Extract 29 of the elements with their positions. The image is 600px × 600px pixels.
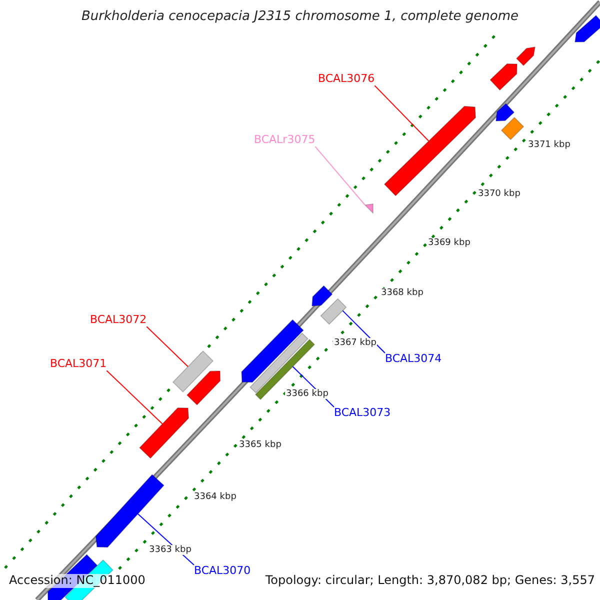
leader-line <box>374 85 430 142</box>
footer-text: Accession: NC_011000 <box>8 574 146 588</box>
title: Burkholderia cenocepacia J2315 chromosome 1, complete genome <box>80 10 520 25</box>
leader-line <box>146 326 188 368</box>
gene-label: BCAL3072 <box>90 314 147 327</box>
gene-block <box>172 350 214 392</box>
leader-line <box>314 146 366 206</box>
gene-label: BCAL3071 <box>50 358 107 371</box>
leader-line <box>342 310 386 354</box>
scale-label: 3365 kbp <box>238 440 282 450</box>
gene-label: BCALr3075 <box>254 134 316 147</box>
leader-line <box>106 370 163 424</box>
gene-label: BCAL3076 <box>318 73 375 86</box>
gene-feature <box>139 408 189 459</box>
scale-label: 3369 kbp <box>427 238 472 248</box>
scale-label: 3368 kbp <box>380 288 424 298</box>
gene-label: BCAL3073 <box>334 407 391 420</box>
scale-label: 3370 kbp <box>477 189 522 200</box>
gene-label: BCAL3070 <box>194 565 251 578</box>
gene-triangle <box>364 204 374 214</box>
scale-label: 3371 kbp <box>527 140 572 150</box>
gene-feature <box>384 106 476 196</box>
scale-label: 3367 kbp <box>333 338 378 348</box>
gene-block <box>320 298 347 325</box>
footer-text: Topology: circular; Length: 3,870,082 bp; Genes: 3,557 <box>264 574 596 588</box>
scale-label: 3363 kbp <box>148 545 192 556</box>
scale-label: 3364 kbp <box>193 492 238 502</box>
scale-label: 3366 kbp <box>285 389 330 400</box>
gene-label: BCAL3074 <box>385 353 442 366</box>
